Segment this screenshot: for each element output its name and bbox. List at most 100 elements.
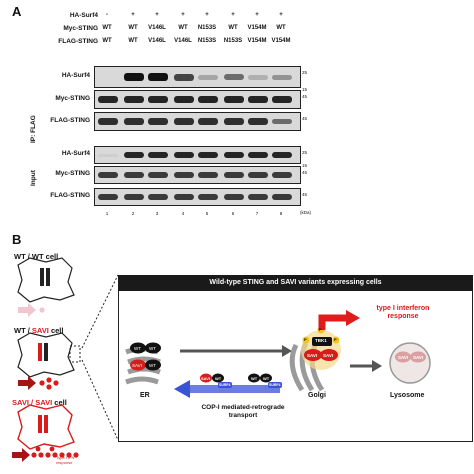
header-cell: WT — [178, 25, 188, 31]
golgi-label: Golgi — [308, 392, 326, 399]
header-row-label: HA-Surf4 — [69, 12, 98, 19]
blot-band — [198, 152, 218, 158]
er-wt-3: WT — [149, 363, 156, 368]
header-cell: V154M — [271, 38, 291, 44]
zoom-source-box — [69, 345, 81, 363]
ves-wt-1: WT — [215, 376, 222, 381]
blot-band — [98, 118, 118, 125]
ves-wt-3: WT — [263, 376, 270, 381]
lane-number: 8 — [279, 211, 283, 216]
blot-label: HA-Surf4 — [61, 150, 90, 157]
pale-dot-1 — [39, 307, 45, 313]
blot-band — [272, 96, 292, 103]
blot-band — [198, 74, 218, 80]
blot-band — [148, 118, 168, 125]
scheme-title: Wild-type STING and SAVI variants expres… — [118, 275, 473, 291]
header-cell: WT — [102, 25, 112, 31]
blot-strip — [94, 90, 301, 109]
savi-word: SAVI — [31, 326, 49, 335]
header-cell: + — [255, 12, 259, 18]
golgi-savi-2: SAVI — [323, 353, 334, 358]
blot-band — [198, 96, 218, 103]
header-cell: + — [155, 12, 159, 18]
blot-band — [224, 74, 244, 80]
lysosome-label: Lysosome — [390, 392, 425, 399]
cell-label-wt-savi: WT / SAVI cell — [14, 326, 64, 335]
blot-strip — [94, 66, 301, 88]
blot-band — [224, 152, 244, 158]
header-cell: V154M — [247, 25, 267, 31]
blot-label: HA-Surf4 — [61, 72, 90, 79]
blot-band — [224, 118, 244, 125]
mw-marker: 45 — [302, 116, 308, 121]
ves-surf4-1: SURF4 — [219, 383, 231, 387]
header-cell: WT — [276, 25, 286, 31]
panel-b-label: B — [12, 232, 22, 247]
blot-band — [174, 152, 194, 158]
ifn-arrow — [318, 314, 348, 330]
mw-marker: 45 — [302, 170, 308, 175]
mw-marker: 45 — [302, 192, 308, 197]
blot-band — [148, 96, 168, 103]
header-cell: + — [205, 12, 209, 18]
nucleus-2b — [44, 343, 48, 361]
blot-label: FLAG-STING — [50, 116, 90, 124]
lane-number: 2 — [131, 211, 135, 216]
header-row-label: FLAG-STING — [58, 38, 98, 45]
blot-band — [98, 153, 118, 157]
nucleus-1b — [46, 268, 50, 286]
lyso-savi-1: SAVI — [398, 355, 409, 360]
header-cell: WT — [228, 25, 238, 31]
header-cell: + — [279, 12, 283, 18]
cell-label-savi-savi: SAVI / SAVI cell — [12, 398, 67, 407]
blot-strip — [94, 188, 301, 206]
ves-surf4-2: SURF4 — [269, 383, 281, 387]
blot-band — [272, 194, 292, 200]
p-label-1: P — [304, 337, 307, 342]
blot-label: Myc-STING — [55, 94, 90, 102]
blot-band — [272, 119, 292, 124]
blot-band — [198, 194, 218, 200]
blot-band — [272, 152, 292, 158]
tbk1-label: TBK1 — [315, 338, 327, 343]
blot-band — [224, 96, 244, 103]
blot-band — [174, 96, 194, 103]
header-cell: + — [181, 12, 185, 18]
blot-band — [148, 73, 168, 81]
er-wt-1: WT — [134, 346, 141, 351]
header-cell: V154M — [247, 38, 267, 44]
blot-band — [124, 152, 144, 158]
header-cell: V146L — [174, 38, 192, 44]
retrograde-arrow — [174, 380, 280, 398]
blot-band — [248, 74, 268, 80]
blot-band — [124, 118, 144, 125]
blot-label: FLAG-STING — [50, 192, 90, 199]
blot-band — [148, 152, 168, 158]
header-row-label: Myc-STING — [63, 25, 98, 32]
er-label: ER — [140, 392, 150, 399]
header-cell: WT — [128, 25, 138, 31]
blot-band — [198, 118, 218, 125]
golgi-savi-1: SAVI — [307, 353, 318, 358]
er-sting-dimers — [130, 342, 161, 371]
header-cell: V146L — [148, 25, 166, 31]
lane-number: 1 — [105, 211, 109, 216]
blot-strip — [94, 112, 301, 131]
blot-band — [248, 118, 268, 125]
kda-label: (kDa) — [300, 210, 311, 215]
ifn-response-label: type I interferon response — [376, 305, 430, 320]
er-savi: SAVI — [132, 363, 142, 368]
blot-band — [124, 96, 144, 103]
lane-number: 3 — [155, 211, 159, 216]
lane-number: 6 — [231, 211, 235, 216]
lane-number: 5 — [205, 211, 209, 216]
blot-band — [174, 73, 194, 81]
ves-wt-2: WT — [251, 376, 258, 381]
blot-band — [224, 172, 244, 178]
header-cell: - — [106, 12, 108, 18]
blot-band — [174, 118, 194, 125]
pale-arrow-1 — [18, 303, 36, 317]
blot-band — [98, 172, 118, 178]
